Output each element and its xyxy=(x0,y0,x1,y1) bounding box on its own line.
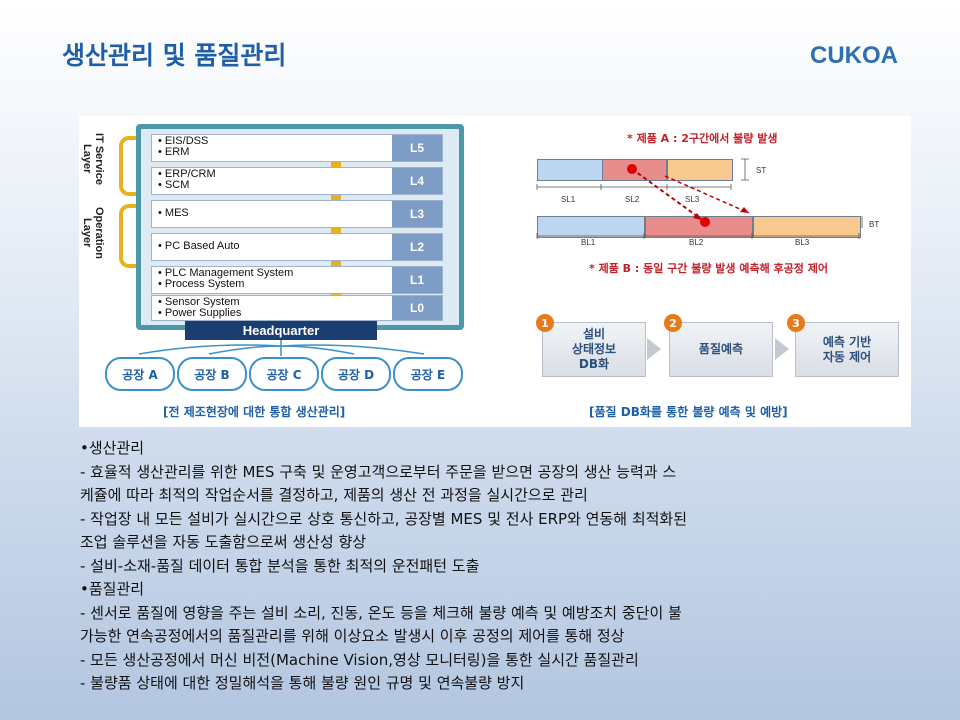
step-3-number: 3 xyxy=(787,314,805,332)
factory-a: 공장 A xyxy=(105,357,175,391)
defect-timeline-overlay xyxy=(536,158,863,239)
body-line: •품질관리 xyxy=(80,580,145,598)
factory-c: 공장 C xyxy=(249,357,319,391)
layer-connector xyxy=(331,162,341,167)
body-line: - 작업장 내 모든 설비가 실시간으로 상호 통신하고, 공장별 MES 및 … xyxy=(80,509,688,528)
layer-connector xyxy=(331,228,341,233)
body-line: 조업 솔루션을 자동 도출함으로써 생산성 향상 xyxy=(80,533,367,551)
body-line: - 효율적 생산관리를 위한 MES 구축 및 운영고객으로부터 주문을 받으면… xyxy=(80,462,677,481)
sl3-bar xyxy=(667,159,733,181)
body-line: - 모든 생산공정에서 머신 비전(Machine Vision,영상 모니터링… xyxy=(80,650,639,669)
factory-b: 공장 B xyxy=(177,357,247,391)
product-b-note: * 제품 B : 동일 구간 불량 발생 예측해 후공정 제어 xyxy=(589,262,828,275)
bl2-label: BL2 xyxy=(689,238,704,247)
layer-connector xyxy=(331,195,341,200)
layer-row-l1: • PLC Management System• Process System … xyxy=(151,266,443,294)
factory-links xyxy=(138,340,425,356)
body-text: •생산관리 - 효율적 생산관리를 위한 MES 구축 및 운영고객으로부터 주… xyxy=(80,437,900,696)
step-arrow xyxy=(775,338,789,360)
body-line: 케쥴에 따라 최적의 작업순서를 결정하고, 제품의 생산 전 과정을 실시간으… xyxy=(80,486,588,504)
level-badge: L2 xyxy=(392,234,442,260)
factory-e: 공장 E xyxy=(393,357,463,391)
step-2-number: 2 xyxy=(664,314,682,332)
body-line: - 설비-소재-품질 데이터 통합 분석을 통한 최적의 운전패턴 도출 xyxy=(80,556,480,575)
body-line: •생산관리 xyxy=(80,439,145,457)
body-line: - 센서로 품질에 영향을 주는 설비 소리, 진동, 온도 등을 체크해 불량… xyxy=(80,603,682,622)
factory-d: 공장 D xyxy=(321,357,391,391)
layer-row-l5: • EIS/DSS• ERM L5 xyxy=(151,134,443,162)
level-badge: L0 xyxy=(392,296,442,320)
left-caption: [전 제조현장에 대한 통합 생산관리] xyxy=(163,405,346,419)
level-badge: L1 xyxy=(392,267,442,293)
operation-layer-label: Operation Layer xyxy=(81,207,105,259)
layer-row-l0: • Sensor System• Power Supplies L0 xyxy=(151,295,443,321)
level-badge: L4 xyxy=(392,168,442,194)
layer-connector xyxy=(331,261,341,266)
operation-bracket xyxy=(119,204,139,268)
sl3-label: SL3 xyxy=(685,195,700,204)
diagram-figure: IT Service Layer Operation Layer • EIS/D… xyxy=(79,116,911,427)
it-service-layer-label: IT Service Layer xyxy=(81,133,105,185)
headquarter-box: Headquarter xyxy=(185,321,377,340)
layer-row-l2: • PC Based Auto L2 xyxy=(151,233,443,261)
bl3-bar xyxy=(753,216,861,238)
slide-title: 생산관리 및 품질관리 xyxy=(62,41,287,70)
sl1-label: SL1 xyxy=(561,195,576,204)
sl2-label: SL2 xyxy=(625,195,640,204)
level-badge: L5 xyxy=(392,135,442,161)
product-a-note: * 제품 A : 2구간에서 불량 발생 xyxy=(627,132,778,145)
layer-row-l4: • ERP/CRM• SCM L4 xyxy=(151,167,443,195)
bt-label: BT xyxy=(869,220,880,229)
step-2-box: 품질예측 xyxy=(669,322,773,377)
bl3-label: BL3 xyxy=(795,238,810,247)
step-1-number: 1 xyxy=(536,314,554,332)
level-badge: L3 xyxy=(392,201,442,227)
brand-logo-text: CUKOA xyxy=(810,42,898,69)
bl1-label: BL1 xyxy=(581,238,596,247)
right-caption: [품질 DB화를 통한 불량 예측 및 예방] xyxy=(589,405,788,419)
st-label: ST xyxy=(756,166,767,175)
body-line: - 불량품 상태에 대한 정밀해석을 통해 불량 원인 규명 및 연속불량 방지 xyxy=(80,674,525,692)
body-line: 가능한 연속공정에서의 품질관리를 위해 이상요소 발생시 이후 공정의 제어를… xyxy=(80,627,625,645)
it-service-bracket xyxy=(119,136,139,196)
bl1-bar xyxy=(537,216,645,238)
step-arrow xyxy=(647,338,661,360)
layer-row-l3: • MES L3 xyxy=(151,200,443,228)
